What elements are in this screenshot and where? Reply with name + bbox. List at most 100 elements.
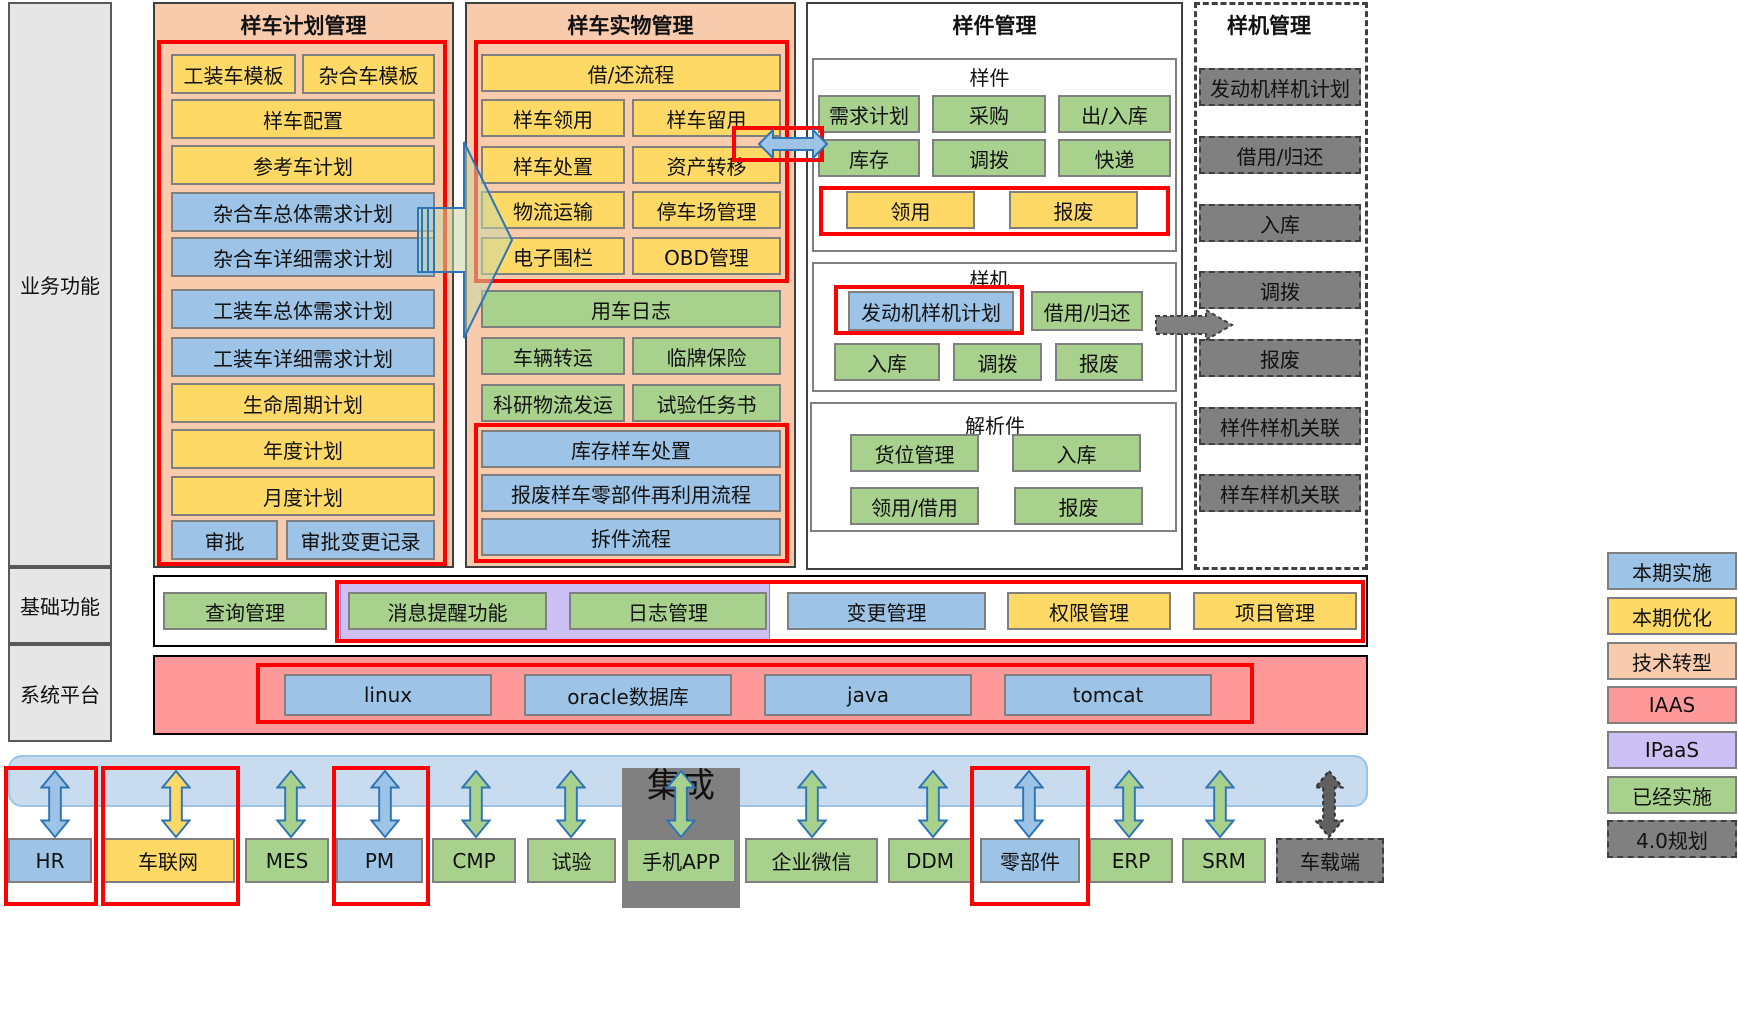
right-arrow-icon (1155, 308, 1235, 342)
sample-engine-item[interactable]: 入库 (834, 343, 940, 381)
plan-item[interactable]: 工装车模板 (171, 54, 296, 94)
sample-engine-item[interactable]: 借用/归还 (1031, 291, 1143, 331)
integration-system[interactable]: PM (336, 838, 423, 883)
physical-item[interactable]: OBD管理 (632, 237, 781, 275)
plan-item[interactable]: 参考车计划 (171, 145, 435, 185)
plan-item[interactable]: 年度计划 (171, 429, 435, 469)
sample-part-item[interactable]: 需求计划 (818, 95, 920, 133)
physical-item[interactable]: 借/还流程 (481, 54, 781, 92)
integration-system[interactable]: ERP (1089, 838, 1173, 883)
side-label-text: 基础功能 (20, 595, 100, 619)
physical-item[interactable]: 样车留用 (632, 99, 781, 137)
engine-mgmt-item[interactable]: 发动机样机计划 (1199, 68, 1361, 106)
engine-mgmt-item[interactable]: 样车样机关联 (1199, 474, 1361, 512)
side-label-business: 业务功能 (8, 2, 112, 567)
plan-item[interactable]: 审批 (171, 520, 278, 560)
sample-part-item[interactable]: 调拨 (932, 139, 1046, 177)
platform-item[interactable]: tomcat (1004, 674, 1212, 716)
sample-part-item[interactable]: 快递 (1058, 139, 1171, 177)
vertical-arrow-icon (918, 770, 948, 838)
physical-item[interactable]: 用车日志 (481, 290, 781, 328)
legend-item: 本期优化 (1607, 597, 1737, 635)
sample-part-item[interactable]: 出/入库 (1058, 95, 1171, 133)
plan-highlight-frame (157, 40, 447, 566)
physical-highlight-frame-bottom (474, 423, 789, 563)
engine-mgmt-item[interactable]: 报废 (1199, 339, 1361, 377)
platform-item[interactable]: java (764, 674, 972, 716)
integration-system[interactable]: 车联网 (101, 838, 235, 883)
side-label-text: 业务功能 (20, 274, 100, 298)
physical-item[interactable]: 物流运输 (481, 191, 625, 229)
analysis-item[interactable]: 领用/借用 (850, 487, 979, 525)
plan-item[interactable]: 杂合车模板 (302, 54, 435, 94)
plan-panel (153, 2, 454, 568)
plan-item[interactable]: 月度计划 (171, 476, 435, 516)
sample-part-highlight-frame (819, 186, 1170, 236)
integration-system[interactable]: CMP (432, 838, 516, 883)
physical-item[interactable]: 科研物流发运 (481, 384, 625, 422)
physical-item[interactable]: 样车领用 (481, 99, 625, 137)
sample-engine-item[interactable]: 调拨 (953, 343, 1042, 381)
physical-item[interactable]: 临牌保险 (632, 337, 781, 375)
engine-mgmt-item[interactable]: 调拨 (1199, 271, 1361, 309)
vertical-arrow-icon (797, 770, 827, 838)
sample-part-item[interactable]: 库存 (818, 139, 920, 177)
integration-highlight-frame (332, 766, 430, 906)
sample-part-title: 样件 (969, 66, 1010, 90)
vertical-arrow-icon (1205, 770, 1235, 838)
engine-mgmt-title: 样机管理 (1227, 14, 1311, 38)
physical-item[interactable]: 库存样车处置 (481, 430, 781, 468)
vertical-arrow-icon (1314, 770, 1344, 838)
base-function-item[interactable]: 项目管理 (1193, 592, 1357, 630)
integration-system[interactable]: MES (245, 838, 329, 883)
engine-mgmt-item[interactable]: 入库 (1199, 204, 1361, 242)
legend-item: 4.0规划 (1607, 820, 1737, 858)
sample-part-item[interactable]: 领用 (846, 191, 975, 229)
physical-item[interactable]: 车辆转运 (481, 337, 625, 375)
integration-system[interactable]: 车载端 (1276, 838, 1384, 883)
platform-item[interactable]: oracle数据库 (524, 674, 732, 716)
sample-engine-item[interactable]: 报废 (1055, 343, 1143, 381)
analysis-item[interactable]: 入库 (1012, 434, 1141, 472)
base-function-item[interactable]: 变更管理 (787, 592, 986, 630)
integration-system[interactable]: 企业微信 (745, 838, 878, 883)
vertical-arrow-icon (556, 770, 586, 838)
physical-item[interactable]: 报废样车零部件再利用流程 (481, 474, 781, 512)
plan-item[interactable]: 审批变更记录 (286, 520, 435, 560)
sample-part-item[interactable]: 报废 (1009, 191, 1138, 229)
plan-item[interactable]: 样车配置 (171, 99, 435, 139)
base-function-item[interactable]: 日志管理 (569, 592, 767, 630)
analysis-item[interactable]: 报废 (1014, 487, 1143, 525)
sample-engine-highlight-frame (834, 285, 1024, 335)
plan-item[interactable]: 生命周期计划 (171, 383, 435, 423)
platform-item[interactable]: linux (284, 674, 492, 716)
physical-item[interactable]: 停车场管理 (632, 191, 781, 229)
sample-part-item[interactable]: 采购 (932, 95, 1046, 133)
engine-mgmt-item[interactable]: 借用/归还 (1199, 136, 1361, 174)
integration-system[interactable]: 零部件 (980, 838, 1080, 883)
integration-system[interactable]: 手机APP (626, 838, 736, 883)
integration-highlight-frame (4, 766, 98, 906)
side-label-platform: 系统平台 (8, 644, 112, 742)
engine-mgmt-item[interactable]: 样件样机关联 (1199, 407, 1361, 445)
physical-item[interactable]: 拆件流程 (481, 518, 781, 556)
engine-mgmt-panel (1194, 2, 1368, 570)
plan-title: 样车计划管理 (240, 14, 367, 38)
vertical-arrow-icon (461, 770, 491, 838)
plan-item[interactable]: 工装车总体需求计划 (171, 289, 435, 329)
physical-title: 样车实物管理 (567, 14, 694, 38)
plan-item[interactable]: 工装车详细需求计划 (171, 337, 435, 377)
base-function-item[interactable]: 权限管理 (1007, 592, 1171, 630)
integration-system[interactable]: 试验 (527, 838, 616, 883)
integration-system[interactable]: DDM (888, 838, 972, 883)
integration-system[interactable]: HR (8, 838, 92, 883)
base-function-item[interactable]: 查询管理 (163, 592, 327, 630)
integration-system[interactable]: SRM (1182, 838, 1266, 883)
plan-item[interactable]: 杂合车详细需求计划 (171, 237, 435, 277)
physical-item[interactable]: 试验任务书 (632, 384, 781, 422)
analysis-item[interactable]: 货位管理 (850, 434, 979, 472)
base-function-item[interactable]: 消息提醒功能 (348, 592, 547, 630)
sample-engine-item[interactable]: 发动机样机计划 (848, 291, 1014, 331)
physical-item[interactable]: 样车处置 (481, 146, 625, 184)
plan-item[interactable]: 杂合车总体需求计划 (171, 192, 435, 232)
